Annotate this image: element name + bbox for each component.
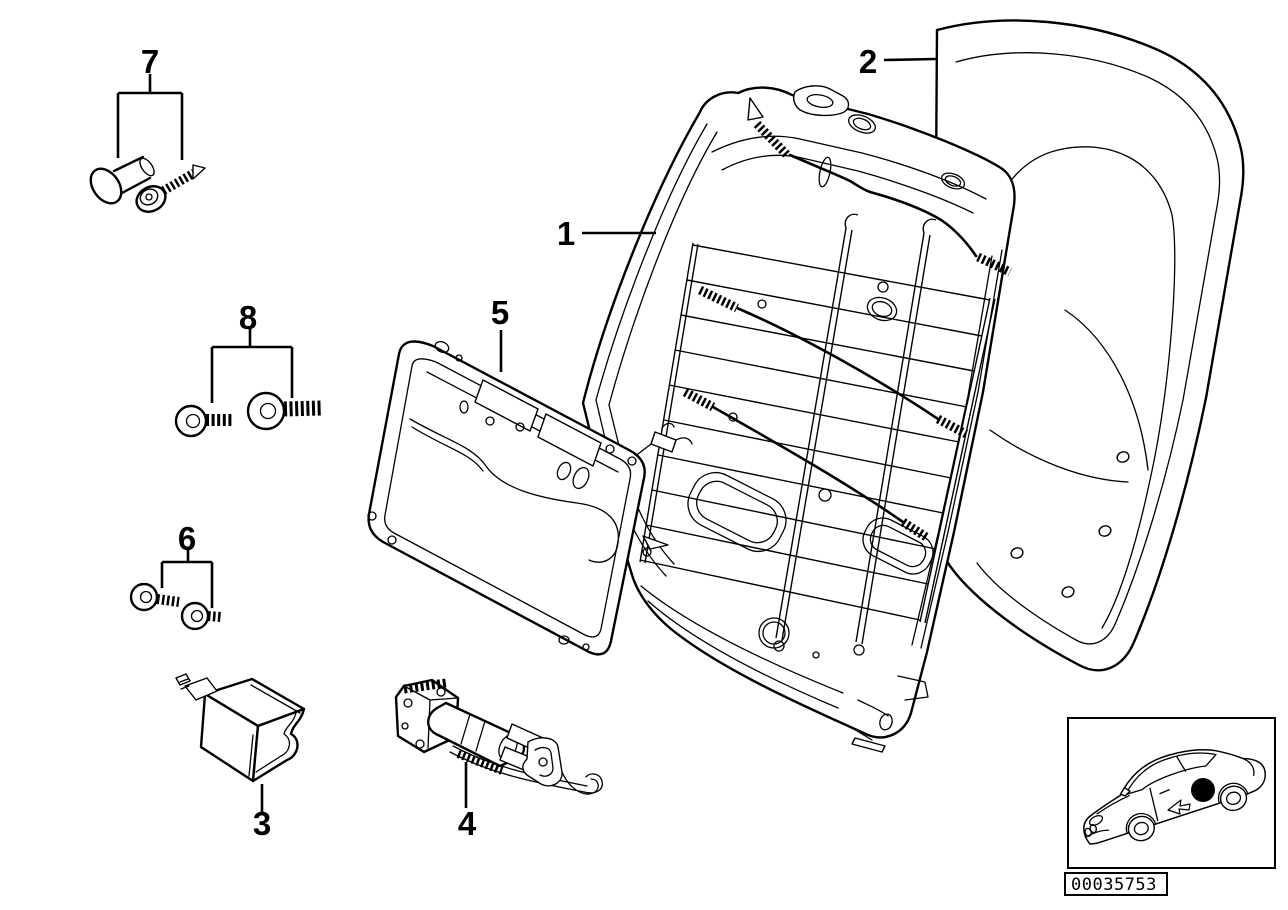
relay-drawing xyxy=(175,673,306,783)
rear-panel-outline xyxy=(367,340,646,656)
bracket-6 xyxy=(160,548,214,608)
image-number-text: 00035753 xyxy=(1071,875,1157,895)
fastener-set-7-drawing xyxy=(89,155,206,213)
fastener-set-6-drawing xyxy=(129,582,222,631)
image-number: 00035753 xyxy=(1064,872,1168,896)
shell-clips xyxy=(1010,451,1130,598)
rear-panel-drawing xyxy=(367,340,646,656)
callout-1-label: 1 xyxy=(557,215,575,252)
car-location-inset xyxy=(1067,717,1276,869)
car-icon xyxy=(1083,749,1266,845)
callout-labels: 1 2 3 4 5 6 7 8 xyxy=(141,43,877,842)
rear-panel-details xyxy=(367,340,637,651)
callout-8-label: 8 xyxy=(239,299,257,336)
callout-7-label: 7 xyxy=(141,43,159,80)
bracket-7 xyxy=(116,74,184,160)
seat-location-dot xyxy=(1191,778,1215,802)
location-arrow-icon xyxy=(1167,799,1191,815)
image-number-box xyxy=(1064,872,1168,896)
frame-springs xyxy=(682,120,1012,541)
motor-drive-drawing xyxy=(394,678,603,795)
callout-leaders xyxy=(116,57,937,812)
leader-2 xyxy=(883,57,937,62)
callout-3-label: 3 xyxy=(253,805,271,842)
callout-5-label: 5 xyxy=(491,294,509,331)
bracket-8 xyxy=(210,329,294,403)
fastener-set-8-drawing xyxy=(174,391,322,438)
backrest-frame-drawing xyxy=(557,85,1016,753)
callout-4-label: 4 xyxy=(458,805,477,842)
frame-outline xyxy=(581,86,1016,739)
callout-2-label: 2 xyxy=(859,43,877,80)
callout-6-label: 6 xyxy=(178,520,196,557)
